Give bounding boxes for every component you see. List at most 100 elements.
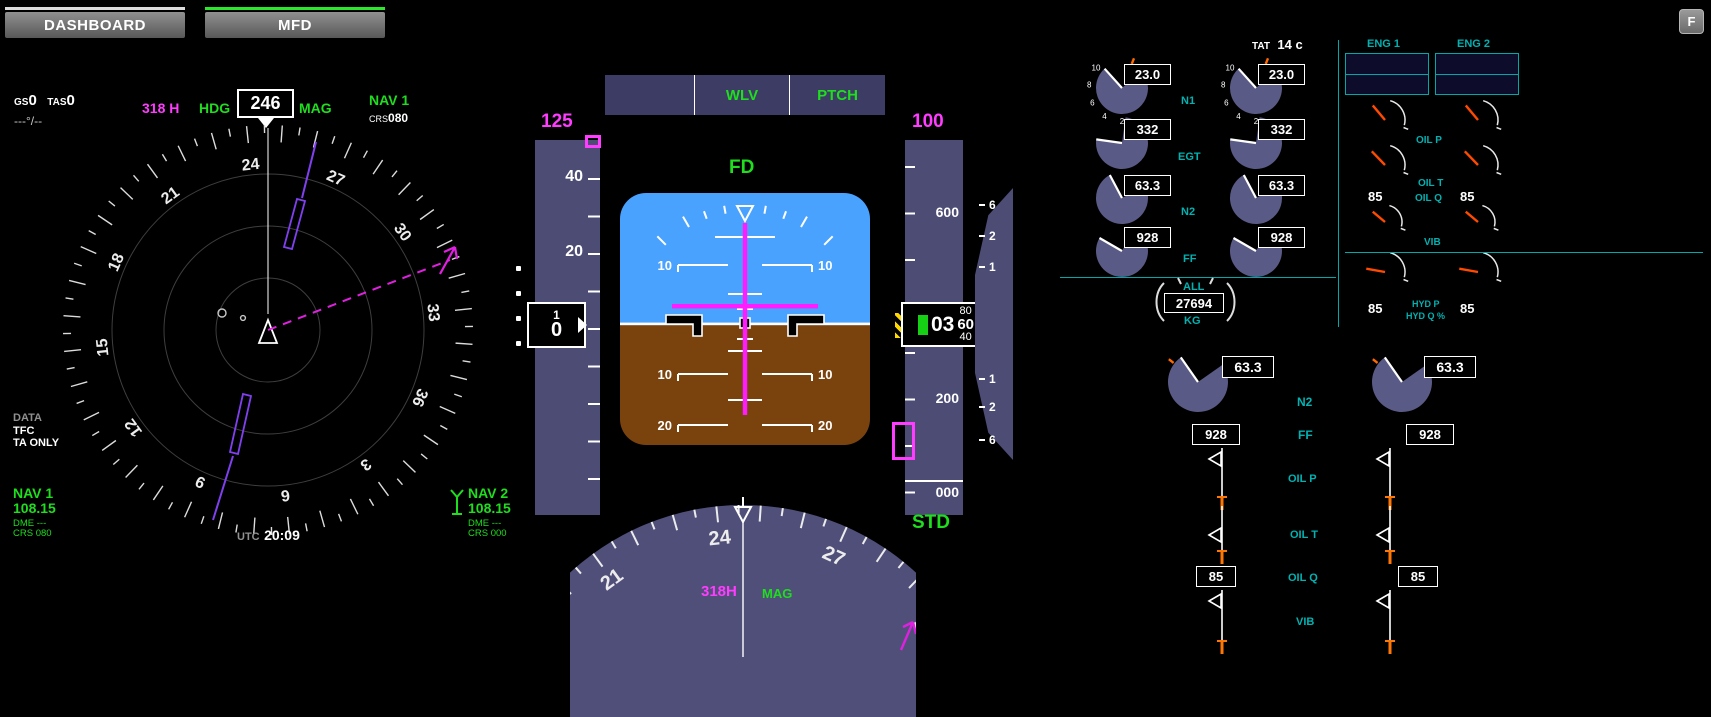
nav2-dme: DME ---: [468, 518, 502, 530]
svg-text:10: 10: [818, 258, 832, 273]
hdg-label: HDG: [199, 100, 231, 116]
nav2-info-block: NAV 2 108.15 DME --- CRS 000: [468, 485, 511, 540]
nav2-title: NAV 2: [468, 485, 509, 501]
svg-text:10: 10: [658, 258, 672, 273]
ff-eng2-value: 928: [1258, 227, 1305, 248]
svg-text:10: 10: [658, 367, 672, 382]
oil-t-label: OIL T: [1418, 178, 1444, 189]
oil-q-eng1-value: 85: [1368, 189, 1383, 204]
wind-readout: ---°/--: [14, 114, 43, 128]
tab-dashboard-indicator: [5, 7, 185, 10]
alt-drum-lower: 40: [959, 331, 972, 343]
svg-text:8: 8: [1221, 80, 1226, 89]
svg-text:10: 10: [818, 367, 832, 382]
alt-label-600: 600: [935, 204, 959, 220]
speed-ref-dot: [516, 266, 521, 271]
vib-label: VIB: [1424, 237, 1441, 248]
speed-drum-lower: 0: [550, 319, 563, 341]
vsi-label: 2: [989, 400, 996, 414]
svg-text:4: 4: [1102, 112, 1107, 121]
oil-hyd-gauges: [1366, 99, 1502, 283]
crs-label: CRS: [369, 114, 389, 124]
nav1-dme: DME ---: [13, 518, 47, 530]
vsi-tick: [979, 439, 985, 441]
tab-mfd[interactable]: MFD: [205, 7, 385, 38]
nav-source-label: NAV 1: [369, 92, 410, 108]
n2-row-label: N2: [1181, 206, 1196, 218]
fma-cell-empty: [605, 75, 695, 115]
heading-pointer-icon: [258, 118, 274, 128]
current-heading-readout: 318 H: [142, 100, 180, 116]
minimums-hatch-icon: [895, 313, 904, 338]
svg-text:36: 36: [408, 386, 431, 409]
vsi-tick: [979, 378, 985, 380]
svg-text:18: 18: [105, 251, 128, 274]
eicas-divider-vertical: [1338, 40, 1339, 327]
svg-text:20: 20: [818, 418, 832, 433]
svg-text:33: 33: [423, 303, 442, 323]
sec-oil-q-eng1-value: 85: [1196, 566, 1236, 587]
oil-q-label: OIL Q: [1415, 193, 1443, 204]
egt-row-label: EGT: [1178, 151, 1201, 163]
alt-drum: 80 60 40: [957, 306, 974, 343]
svg-text:30: 30: [908, 614, 916, 645]
oil-p-label: OIL P: [1416, 135, 1442, 146]
nav1-freq: 108.15: [13, 500, 56, 517]
fuel-gauge-arcs: [1155, 277, 1236, 322]
sec-oil-q-eng2-value: 85: [1398, 566, 1438, 587]
vsi-tick: [979, 235, 985, 237]
tas-label: TAS: [47, 97, 67, 108]
tab-mfd-label[interactable]: MFD: [205, 12, 385, 38]
svg-text:21: 21: [158, 184, 182, 208]
svg-text:24: 24: [707, 526, 732, 550]
sec-oil-t-label: OIL T: [1290, 529, 1318, 541]
sec-vib-label: VIB: [1296, 616, 1315, 628]
svg-text:4: 4: [1236, 112, 1241, 121]
speed-ref-dot: [516, 291, 521, 296]
speed-tape-label-20: 20: [565, 243, 583, 260]
sec-ff-eng2-value: 928: [1406, 424, 1454, 445]
fma-pitch-mode: PTCH: [817, 86, 858, 104]
sec-ff-eng1-value: 928: [1192, 424, 1240, 445]
speed-tape-label-40: 40: [565, 168, 583, 185]
alt-drum-mid: 60: [957, 316, 975, 333]
selected-altitude-readout: 100: [912, 111, 944, 132]
altitude-bug-icon: [892, 422, 915, 460]
eng2-status-box: [1435, 53, 1519, 95]
eng1-status-box: [1345, 53, 1429, 95]
fuel-unit-label: KG: [1184, 315, 1201, 327]
tab-dashboard[interactable]: DASHBOARD: [5, 7, 185, 38]
vsi-label: 1: [989, 260, 996, 274]
tab-dashboard-label[interactable]: DASHBOARD: [5, 12, 185, 38]
alt-drum-upper: 80: [959, 305, 972, 317]
fullscreen-button[interactable]: F: [1679, 9, 1704, 34]
sec-oil-q-label: OIL Q: [1288, 572, 1318, 584]
ground-line: [905, 480, 963, 482]
sec-ff-label: FF: [1298, 428, 1313, 442]
svg-text:30: 30: [390, 220, 414, 244]
egt-eng1-value: 332: [1124, 119, 1171, 140]
n1-eng2-value: 23.0: [1258, 64, 1305, 85]
speed-drum-upper: 1: [553, 308, 560, 322]
oil-q-eng2-value: 85: [1460, 189, 1475, 204]
tat-readout: TAT 14 c: [1252, 36, 1303, 54]
vsi-label: 1: [989, 372, 996, 386]
sec-n2-eng2-value: 63.3: [1424, 356, 1476, 378]
n2-eng1-value: 63.3: [1124, 175, 1171, 196]
gs-tas-readout: GS0 TAS0: [14, 92, 75, 110]
hyd-p-label: HYD P: [1412, 299, 1440, 309]
ta-only-label: TA ONLY: [13, 437, 60, 449]
svg-text:12: 12: [122, 415, 146, 439]
crs-value: 080: [388, 111, 409, 125]
vsi-tick: [979, 204, 985, 206]
selected-speed-readout: 125: [541, 111, 573, 132]
baro-std-label: STD: [912, 512, 950, 533]
speed-ref-dot: [516, 341, 521, 346]
current-speed-box: 1 0: [527, 302, 586, 348]
vsi-label: 6: [989, 198, 996, 212]
nav1-info-block: NAV 1 108.15 DME --- CRS 080: [13, 485, 56, 540]
